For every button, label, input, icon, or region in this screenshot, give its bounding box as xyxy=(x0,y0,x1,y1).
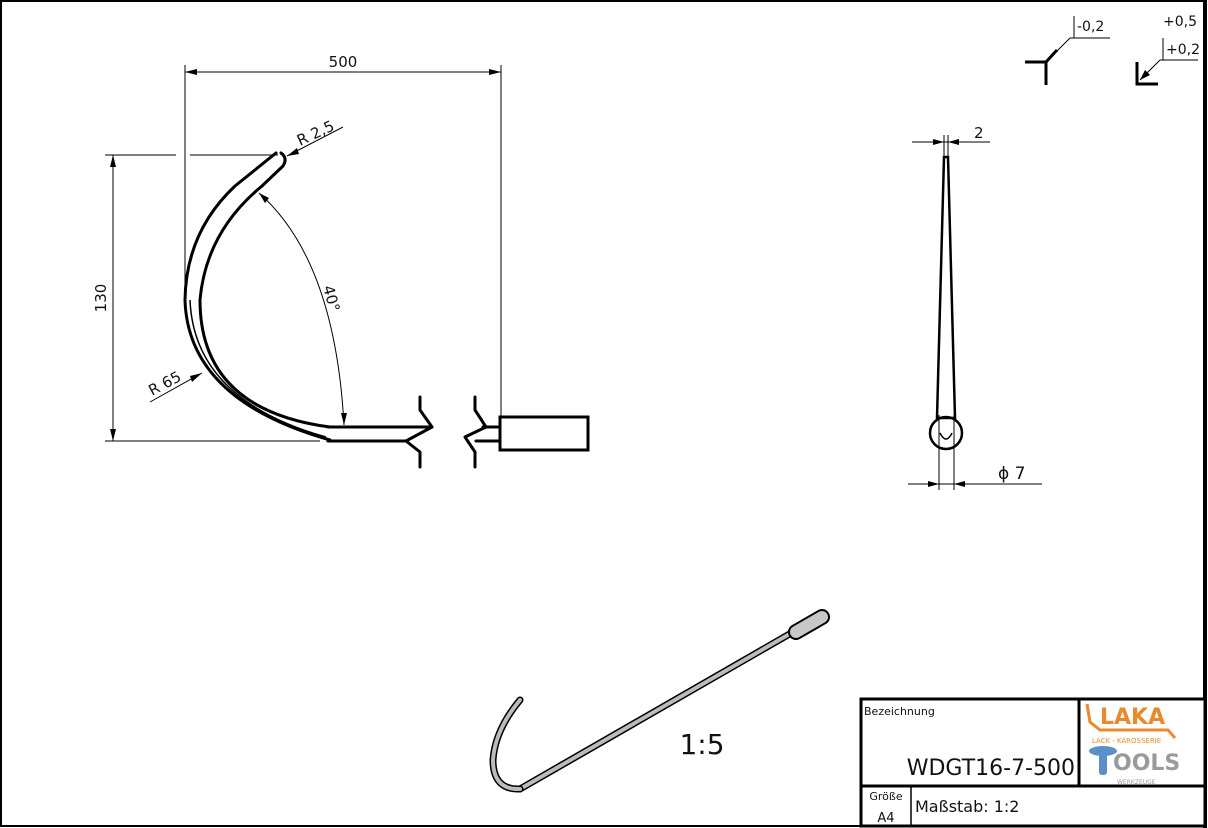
logo-brand-bottom-sub: WERKZEUGE xyxy=(1117,779,1156,786)
dim-length: 500 xyxy=(329,53,358,71)
isometric-view: 1:5 xyxy=(489,609,830,793)
hook-inner-edge xyxy=(198,184,332,429)
dim-height: 130 xyxy=(92,284,110,313)
tool-icon xyxy=(1089,746,1117,756)
rod-section xyxy=(928,415,964,451)
hook-outer-edge xyxy=(183,151,332,442)
handle-sleeve xyxy=(498,415,590,452)
break-line-right xyxy=(463,395,488,469)
title-block: Bezeichnung WDGT16-7-500 Größe A4 Maßsta… xyxy=(859,697,1207,828)
front-view: 500 130 R 2,5 R 65 40° xyxy=(92,53,590,469)
dim-angle: 40° xyxy=(319,283,343,313)
tolerance-symbols: -0,2 +0,5 +0,2 xyxy=(1025,14,1200,86)
dim-bend-radius: R 65 xyxy=(145,368,184,400)
corner-tolerance-lower: +0,2 xyxy=(1166,42,1200,58)
isometric-scale: 1:5 xyxy=(679,728,724,761)
side-view: 2 ϕ 7 xyxy=(908,124,1042,490)
designation-label: Bezeichnung xyxy=(864,705,935,718)
dim-tip-radius: R 2,5 xyxy=(294,117,337,150)
logo-brand-top-sub: LACK · KAROSSERIE xyxy=(1092,737,1161,745)
corner-symbol-icon xyxy=(1135,62,1158,86)
hook-tip xyxy=(260,151,287,188)
corner-tolerance-upper: +0,5 xyxy=(1163,14,1197,30)
logo-brand-bottom: OOLS xyxy=(1113,751,1180,776)
edge-tolerance: -0,2 xyxy=(1077,19,1104,35)
break-line-left xyxy=(404,395,434,469)
laka-tools-logo: LAKA LACK · KAROSSERIE OOLS WERKZEUGE xyxy=(1085,703,1180,786)
dim-diameter: ϕ 7 xyxy=(998,464,1025,484)
scale-label: Maßstab: 1:2 xyxy=(915,797,1019,816)
designation-value: WDGT16-7-500 xyxy=(907,756,1075,781)
dim-tip-width: 2 xyxy=(974,124,984,142)
tip-profile xyxy=(935,155,957,420)
size-value: A4 xyxy=(877,811,894,826)
size-label: Größe xyxy=(869,790,902,803)
logo-brand-top: LAKA xyxy=(1100,705,1165,730)
